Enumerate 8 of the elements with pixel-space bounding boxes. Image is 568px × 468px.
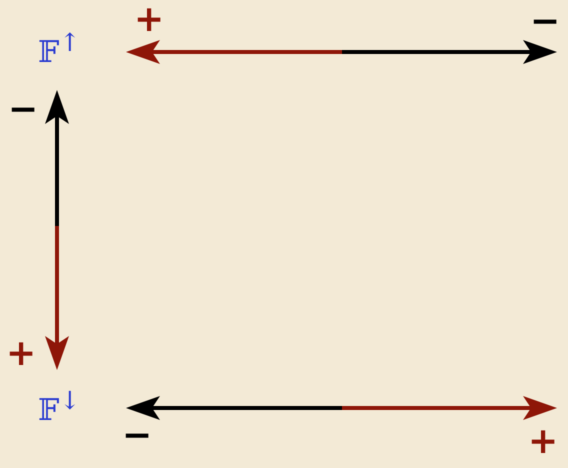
minus-sign: −: [8, 92, 38, 128]
math-symbol: 𝔽$^{↑}$: [38, 30, 80, 68]
plus-sign: +: [6, 336, 36, 372]
plus-sign: +: [134, 2, 164, 38]
minus-sign: −: [122, 418, 152, 454]
math-symbol: 𝔽$^{↓}$: [38, 388, 80, 426]
minus-sign: −: [530, 4, 560, 40]
plus-sign: +: [528, 424, 558, 460]
